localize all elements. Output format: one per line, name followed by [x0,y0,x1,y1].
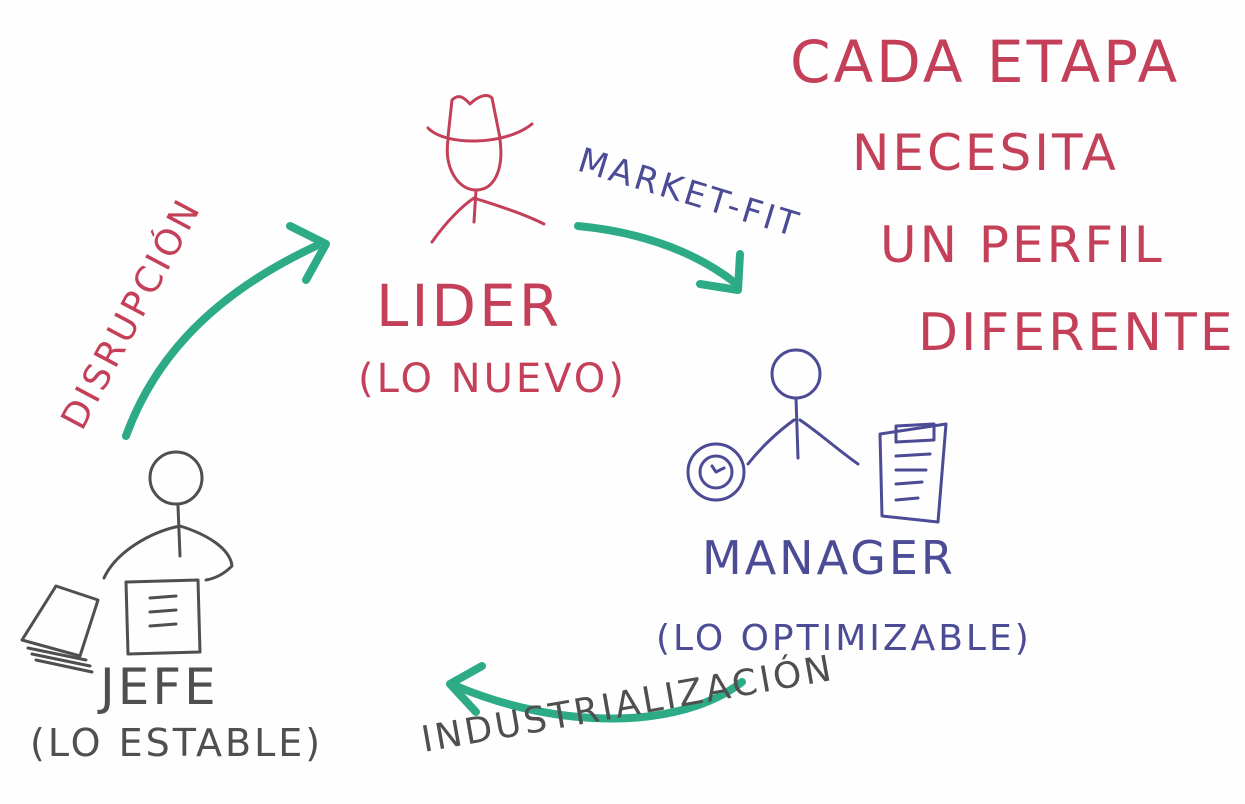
headline-line-1: CADA ETAPA [790,28,1180,96]
lider-label: LIDER [376,272,562,340]
manager-figure [686,348,948,524]
industrializacion-arrow [446,662,746,723]
paper-stack-icon [20,584,100,674]
jefe-subtitle: (LO ESTABLE) [30,721,323,765]
headline-line-4: DIFERENTE [918,303,1236,363]
headline-line-3: UN PERFIL [880,216,1165,274]
cowboy-hat-icon [426,94,534,143]
lider-head [445,138,503,192]
headline: CADA ETAPA NECESITA UN PERFIL DIFERENTE [790,28,1236,363]
jefe-figure [20,450,234,674]
disrupcion-arrow [122,222,330,440]
jefe-label: JEFE [97,658,219,716]
lider-subtitle: (LO NUEVO) [358,356,627,402]
market-fit-arrow [574,222,744,294]
clipboard-icon [878,422,948,524]
disrupcion-label: DISRUPCIÓN [53,191,210,436]
stopwatch-icon [686,442,746,502]
manager-subtitle: (LO OPTIMIZABLE) [656,618,1032,659]
manager-body [746,396,860,466]
manager-head [770,348,822,400]
jefe-body [102,504,234,582]
lider-body [430,188,546,244]
lider-figure [426,94,546,244]
headline-line-2: NECESITA [852,124,1119,182]
document-icon [124,578,202,656]
jefe-head [148,450,204,506]
manager-label: MANAGER [702,531,956,585]
